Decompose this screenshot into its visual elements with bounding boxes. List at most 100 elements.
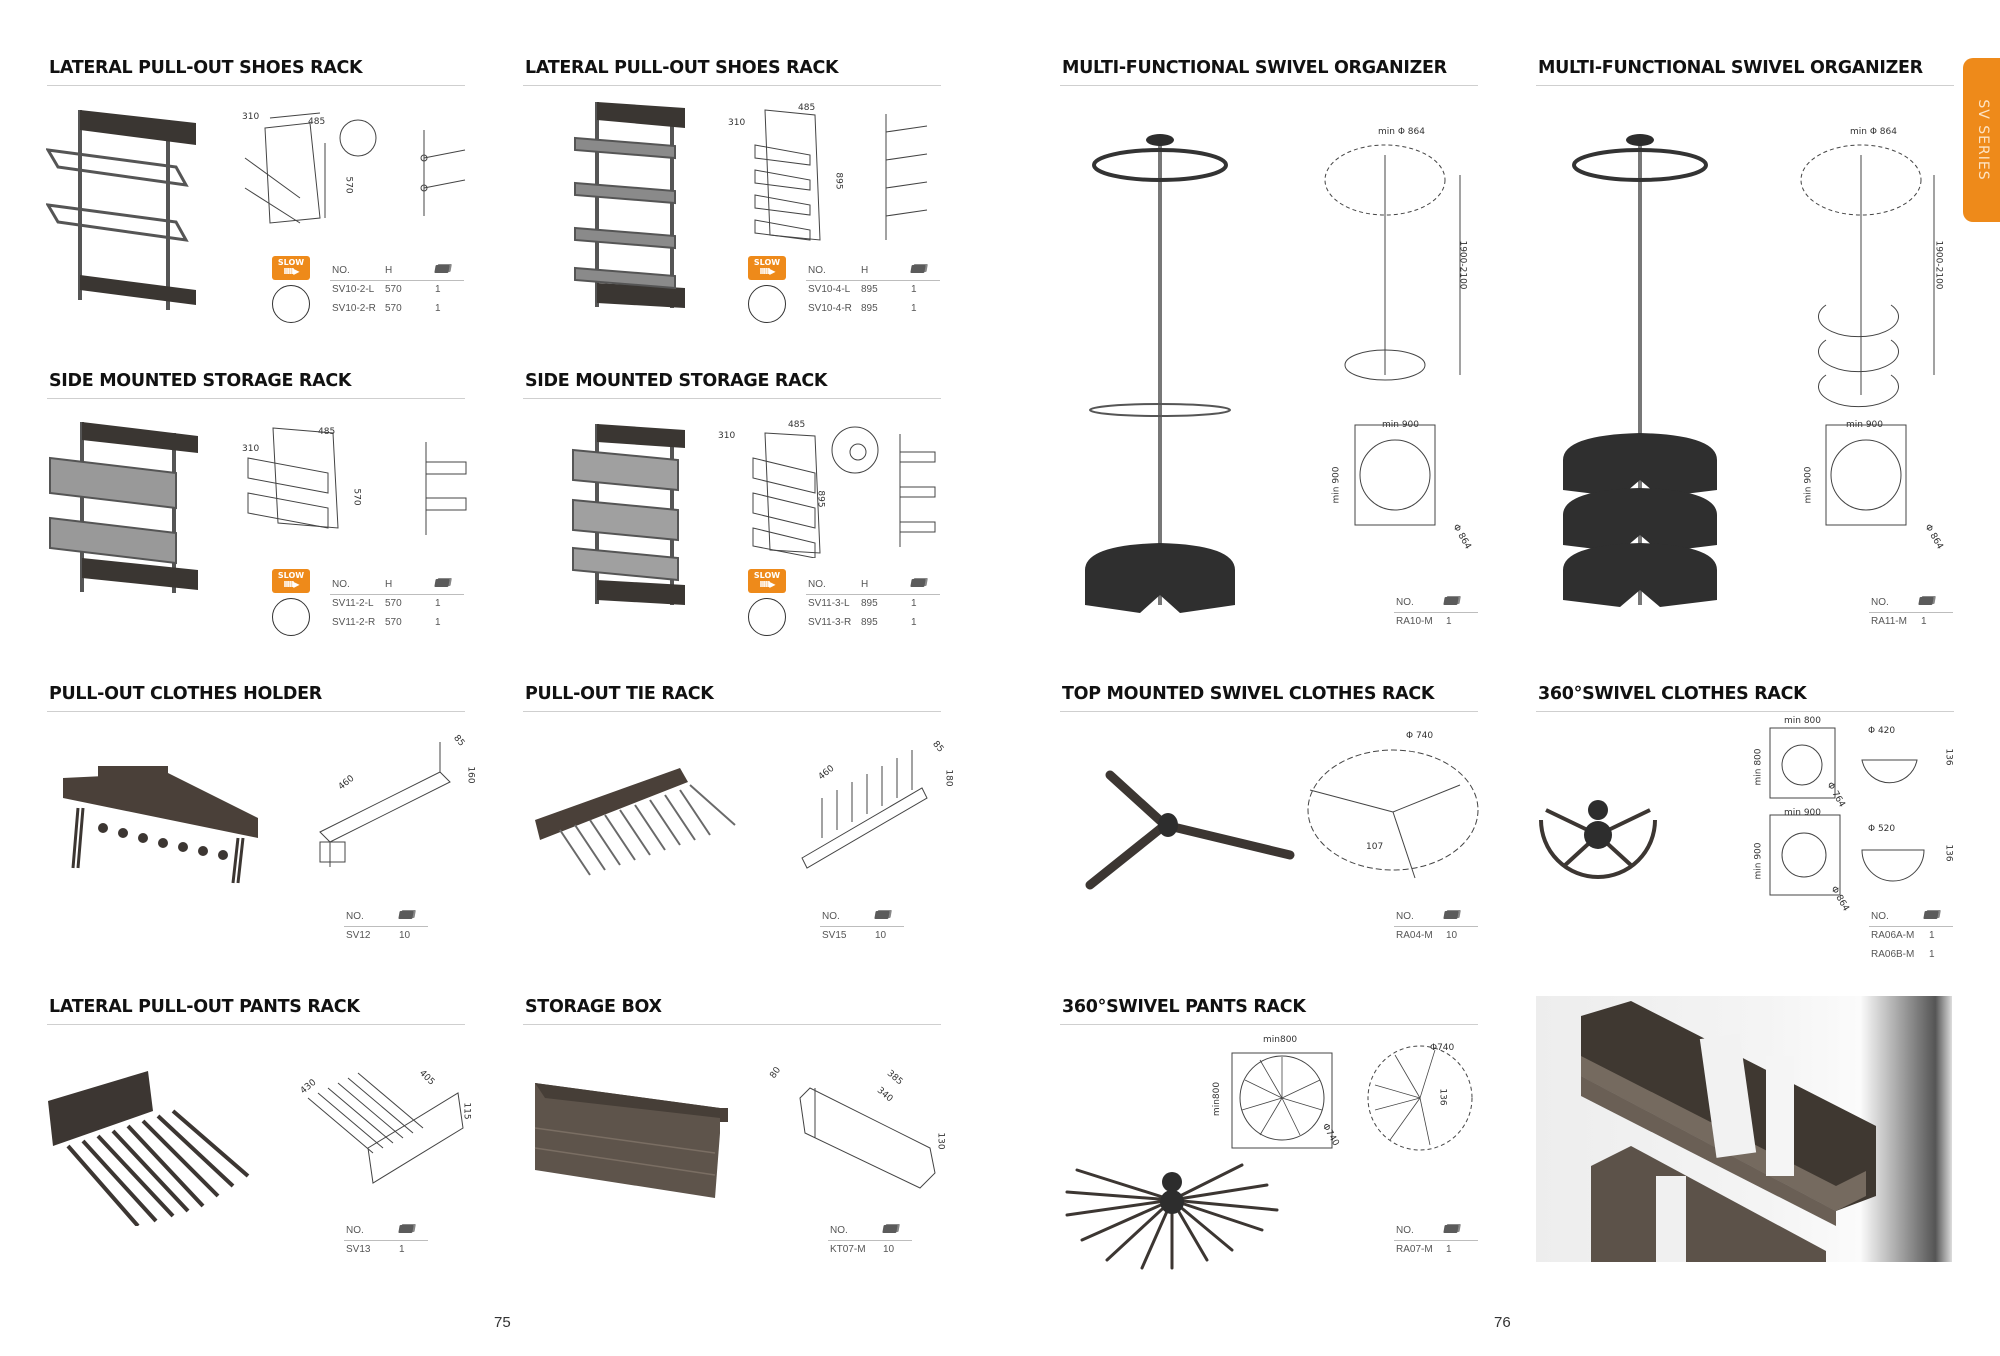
series-tab[interactable]: SV SERIES [1963,58,2000,222]
spec-no: SV10-2-L [332,284,375,295]
col-no: NO. [808,265,826,276]
spec-no: SV11-3-L [808,598,850,609]
swivel-pants-rack-drawing [1231,1045,1473,1151]
spec-qty: 10 [399,930,411,941]
spec-table: NO. SV15 10 [820,908,904,946]
spec-no: SV12 [346,930,371,941]
section-divider [1060,1024,1478,1025]
spec-no: RA06B-M [1871,949,1915,960]
section-top-mounted-swivel-clothes-rack: TOP MOUNTED SWIVEL CLOTHES RACK [1060,683,1480,983]
spec-h: 570 [385,303,402,314]
spec-h: 895 [861,598,878,609]
spec-qty: 1 [435,598,441,609]
dim-diameter: Φ 740 [1406,731,1434,741]
dim-min-diameter: min Φ 864 [1850,127,1897,137]
spec-no: SV11-3-R [808,617,852,628]
spec-qty: 1 [911,303,917,314]
dim-height: 136 [1437,1088,1448,1106]
spec-row: SV10-2-R 570 1 [330,300,464,319]
package-box-icon [910,579,926,587]
col-no: NO. [822,911,840,922]
storage-rack-side-view [899,434,936,547]
col-no: NO. [332,265,350,276]
top-swivel-rack-photo [1085,770,1295,890]
dim-hub-a: Φ 420 [1868,726,1896,736]
section-title: LATERAL PULL-OUT SHOES RACK [49,58,363,78]
col-no: NO. [1396,597,1414,608]
dim-hub-b: Φ 520 [1868,824,1896,834]
spec-no: RA04-M [1396,930,1433,941]
spec-no: KT07-M [830,1244,866,1255]
shoes-rack-photo [574,102,685,308]
section-multifunctional-swivel-organizer-1: MULTI-FUNCTIONAL SWIVEL ORGANIZER [1060,57,1480,357]
spec-qty: 1 [1929,949,1935,960]
col-no: NO. [830,1225,848,1236]
spec-no: SV15 [822,930,847,941]
section-lateral-pullout-shoes-rack-2tier: LATERAL PULL-OUT SHOES RACK [47,57,467,357]
360-clothes-rack-photo [1539,800,1657,879]
slow-arrow-icon: IIIII▶ [759,580,775,589]
spec-qty: 1 [1446,1244,1452,1255]
spec-no: RA10-M [1396,616,1433,627]
tie-rack-drawing [801,750,928,869]
dim-height: 895 [833,172,844,190]
spec-h: 570 [385,598,402,609]
clothes-holder-drawing [319,742,451,867]
dim-width: 485 [798,103,816,113]
spec-qty: 1 [911,617,917,628]
dim-height: 160 [465,766,476,784]
col-h: H [385,579,393,590]
shoes-rack-side-view [420,130,466,216]
dim-min-depth: min 900 [1803,466,1814,504]
dim-height-range: 1900-2100 [1457,240,1468,290]
spec-no: SV10-2-R [332,303,376,314]
package-box-icon [1443,1225,1459,1233]
soft-close-badge: SLOW IIIII▶ [748,569,786,593]
dim-min-width: min 900 [1846,420,1884,430]
package-box-icon [1923,911,1939,919]
storage-box-drawing [799,1087,936,1189]
section-360-swivel-clothes-rack: 360°SWIVEL CLOTHES RACK [1536,683,1956,983]
package-box-icon [398,911,414,919]
dim-height: 115 [461,1102,472,1120]
dim-height: 570 [351,488,362,506]
spec-qty: 1 [399,1244,405,1255]
package-box-icon [434,265,450,273]
section-title: LATERAL PULL-OUT SHOES RACK [525,58,839,78]
spec-qty: 1 [435,303,441,314]
slide-rail-icon [748,598,786,636]
col-no: NO. [808,579,826,590]
package-box-icon [434,579,450,587]
dim-depth: 310 [718,431,736,441]
swivel-organizer-drawing [1800,144,1935,526]
spec-no: RA11-M [1871,616,1907,627]
spec-h: 895 [861,284,878,295]
section-divider [47,1024,465,1025]
package-box-icon [398,1225,414,1233]
section-title: MULTI-FUNCTIONAL SWIVEL ORGANIZER [1062,58,1447,78]
section-pullout-tie-rack: PULL-OUT TIE RACK [523,683,943,983]
spec-qty: 1 [911,284,917,295]
dim-min-depth-b: min 900 [1753,842,1764,880]
spec-no: RA06A-M [1871,930,1915,941]
section-title: TOP MOUNTED SWIVEL CLOTHES RACK [1062,684,1435,704]
package-box-icon [1918,597,1934,605]
spec-table: NO. SV12 10 [344,908,428,946]
section-side-mounted-storage-rack-3tier: SIDE MOUNTED STORAGE RACK [523,370,943,670]
soft-close-badge: SLOW IIIII▶ [272,256,310,280]
spec-row: SV15 10 [820,927,904,946]
col-no: NO. [346,911,364,922]
spec-no: SV11-2-L [332,598,374,609]
slow-arrow-icon: IIIII▶ [283,267,299,276]
spec-qty: 10 [1446,930,1458,941]
spec-qty: 10 [875,930,887,941]
swivel-organizer-photo [1085,134,1235,613]
